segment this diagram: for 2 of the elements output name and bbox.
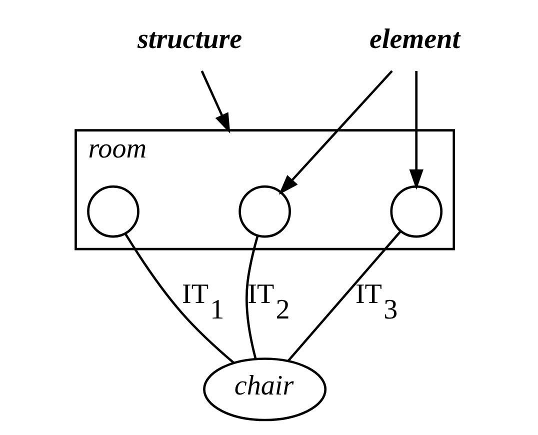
node-text: structure xyxy=(136,24,242,56)
node-text: element xyxy=(369,24,460,56)
